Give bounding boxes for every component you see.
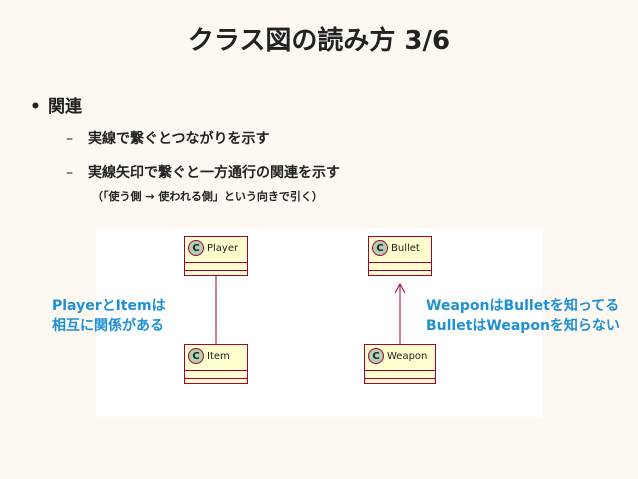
class-player: C Player (184, 236, 248, 276)
caption-line: BulletはWeaponを知らない (426, 318, 620, 334)
class-stereotype-icon: C (188, 240, 204, 256)
caption-weapon-bullet: WeaponはBulletを知ってる BulletはWeaponを知らない (426, 296, 620, 336)
class-name: Player (207, 242, 239, 254)
bullet-dot: • (30, 97, 41, 117)
sub-item-solid-line: –実線で繋ぐとつながりを示す (66, 128, 269, 148)
bullet-label: 関連 (48, 97, 82, 117)
sub-item-dash: – (66, 131, 73, 147)
association-lines (215, 276, 406, 344)
sub-item-arrow-line: –実線矢印で繋ぐと一方通行の関連を示す (66, 162, 340, 182)
sub-item-text: 実線で繋ぐとつながりを示す (88, 131, 270, 147)
sub-item-text: 実線矢印で繋ぐと一方通行の関連を示す (88, 165, 340, 181)
class-name: Weapon (387, 350, 428, 362)
class-stereotype-icon: C (368, 348, 384, 364)
class-stereotype-icon: C (188, 348, 204, 364)
class-diagram: C Player C Item C Bullet C Weapon (96, 228, 542, 418)
class-stereotype-icon: C (372, 240, 388, 256)
caption-line: PlayerとItemは (52, 298, 166, 314)
bullet-association: • 関連 (30, 92, 82, 117)
class-bullet: C Bullet (368, 236, 432, 276)
direction-note: （「使う側 → 使われる側」という向きで引く） (92, 190, 323, 203)
arrow-head-icon (394, 282, 406, 294)
class-weapon: C Weapon (364, 344, 436, 384)
class-name: Bullet (391, 242, 420, 254)
slide-title: クラス図の読み方 3/6 (187, 26, 451, 56)
class-item: C Item (184, 344, 248, 384)
caption-player-item: PlayerとItemは 相互に関係がある (52, 296, 166, 336)
sub-item-dash: – (66, 165, 73, 181)
caption-line: WeaponはBulletを知ってる (426, 298, 620, 314)
class-name: Item (207, 350, 230, 362)
caption-line: 相互に関係がある (52, 318, 164, 334)
